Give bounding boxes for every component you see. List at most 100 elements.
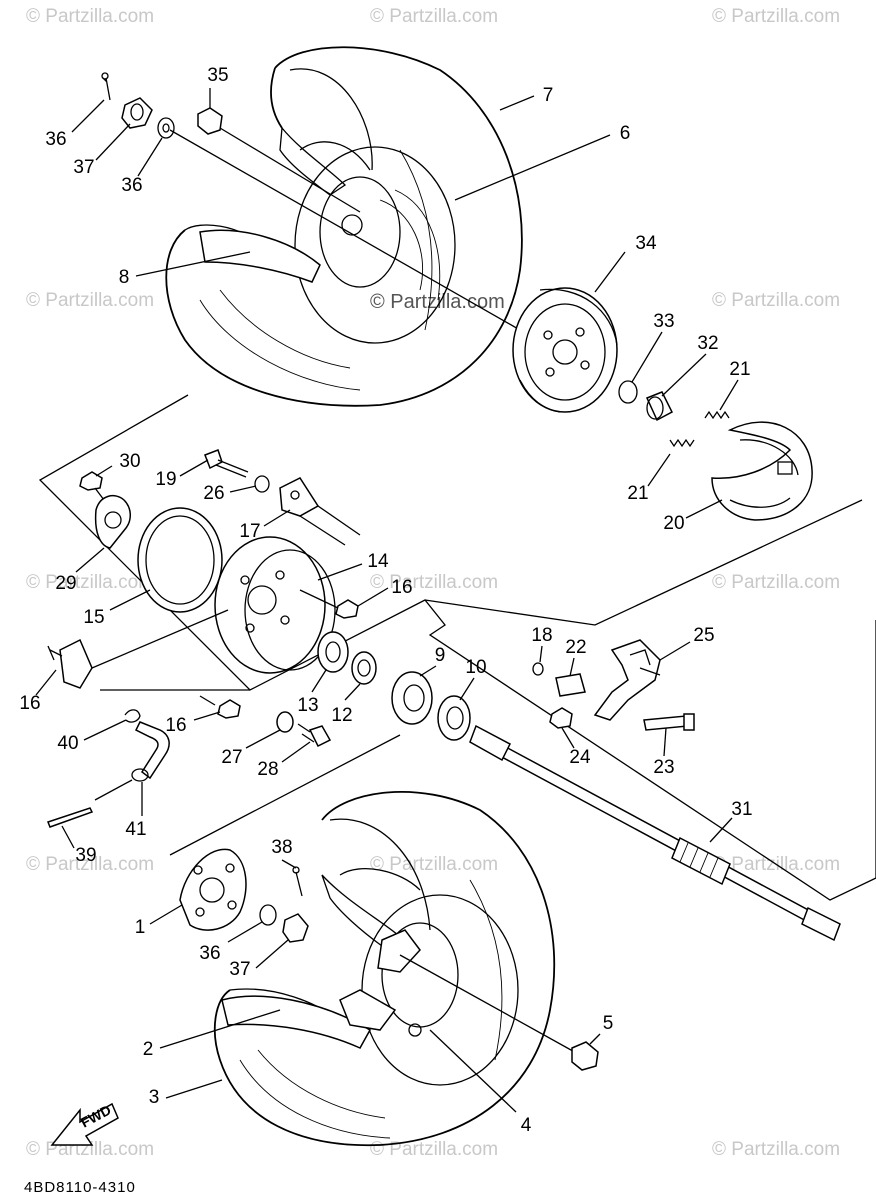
axle-spline-mid (671, 836, 731, 886)
leader-13 (317, 563, 363, 581)
leader-10 (459, 677, 475, 701)
collar-28 (276, 711, 294, 733)
hub-bolt (275, 570, 285, 580)
leader-23 (663, 727, 667, 757)
callout-24: 24 (569, 747, 591, 768)
leader-17 (263, 509, 291, 527)
brake-drum-34 (512, 287, 618, 413)
axle-31 (469, 724, 841, 942)
bracket-leader (299, 505, 361, 546)
nut-5 (571, 1041, 599, 1071)
callout-32: 32 (697, 333, 718, 354)
brake-drum-hub (552, 339, 578, 365)
watermark: © Partzilla.com (712, 572, 840, 593)
callout-37a: 37 (73, 157, 94, 178)
callout-15: 16 (19, 693, 40, 714)
callout-14: 15 (83, 607, 104, 628)
callout-18: 18 (531, 625, 552, 646)
upper-wheel-assembly (165, 46, 523, 407)
lower-hub-parts (179, 848, 599, 1071)
leader-27 (281, 741, 311, 763)
axle-line-lower (399, 954, 581, 1056)
bracket-15-leader (91, 609, 229, 669)
spring-21a (704, 410, 730, 420)
upper-rim-flange-top (279, 126, 347, 196)
brake-panel-parts (79, 449, 361, 613)
leader-21b (647, 453, 671, 487)
callout-16a: 16 (391, 577, 412, 598)
brake-drum-bolt (575, 327, 585, 337)
bearing-12-inner (325, 641, 341, 663)
callout-22: 22 (565, 637, 586, 658)
castle-nut-37a-hole (130, 103, 144, 121)
breather-hose-parts (47, 709, 170, 828)
callout-38a: 36 (45, 129, 66, 150)
hub-1-stud (227, 900, 237, 910)
plate-29-hole (104, 511, 122, 529)
hub-1-stud (225, 863, 235, 873)
callout-29: 29 (55, 573, 76, 594)
seal-14 (137, 507, 223, 613)
leader-16a (357, 587, 389, 607)
pin-39 (47, 807, 94, 828)
axle-spline-outer (801, 906, 841, 942)
leader-22 (569, 657, 575, 677)
castle-nut-37a (121, 97, 153, 129)
bolt-16b-shank (199, 695, 216, 706)
leader-30 (95, 465, 113, 477)
callout-12: 13 (297, 695, 318, 716)
brake-drum-rim (519, 288, 618, 413)
upper-rim-outer (294, 146, 456, 344)
callout-20: 20 (663, 513, 684, 534)
callout-7: 7 (543, 85, 554, 106)
hub-bolt (245, 623, 255, 633)
callout-21b: 21 (627, 483, 648, 504)
callout-25: 25 (693, 625, 714, 646)
bolt-30 (79, 471, 103, 491)
bracket-17-hole (290, 490, 300, 500)
callout-10: 10 (465, 657, 486, 678)
washer-36a-hole (162, 123, 170, 133)
bearing-9 (391, 671, 433, 725)
lower-rim-outer (361, 894, 519, 1086)
leader-38b (281, 859, 297, 869)
fwd-arrow-shape (50, 1102, 119, 1146)
cotter-pin-38b (295, 871, 303, 897)
callout-labels: 36 37 36 35 7 6 8 34 33 32 21 21 20 30 1… (19, 65, 752, 1136)
leader-21a (719, 379, 739, 411)
leader-14 (109, 589, 151, 611)
pipe-41 (134, 721, 170, 780)
washer-18 (532, 662, 544, 676)
watermark-layer: © Partzilla.com © Partzilla.com © Partzi… (26, 6, 840, 1160)
callout-34: 34 (635, 233, 657, 254)
watermark: © Partzilla.com (370, 854, 498, 875)
callout-27: 28 (257, 759, 278, 780)
brake-drum-face (524, 303, 606, 401)
leader-37a (95, 123, 131, 161)
pipe-41-clamp (131, 768, 149, 782)
axle-spline-mid-lines (679, 842, 719, 878)
leader-1 (149, 904, 183, 925)
hub-13-rim (244, 549, 336, 671)
callout-1: 1 (135, 917, 146, 938)
lower-rim-flange (221, 995, 372, 1049)
leader-28 (245, 729, 281, 749)
spring-21b (669, 438, 695, 448)
callout-33: 33 (653, 311, 674, 332)
leader-37b (255, 939, 289, 969)
brake-drum-bolt (580, 360, 590, 370)
watermark: © Partzilla.com (712, 290, 840, 311)
leader-5 (589, 1033, 601, 1045)
leader-16b (193, 711, 221, 721)
leader-11 (344, 683, 361, 701)
watermark: © Partzilla.com (712, 1139, 840, 1160)
callout-5: 5 (603, 1013, 614, 1034)
brake-arm-25 (593, 639, 661, 721)
watermark: © Partzilla.com (370, 1139, 498, 1160)
watermark: © Partzilla.com (370, 572, 498, 593)
watermark: © Partzilla.com (712, 6, 840, 27)
callout-21a: 21 (729, 359, 750, 380)
watermark-center: © Partzilla.com (370, 291, 505, 313)
lower-rim-spider (339, 989, 397, 1031)
watermark: © Partzilla.com (370, 6, 498, 27)
